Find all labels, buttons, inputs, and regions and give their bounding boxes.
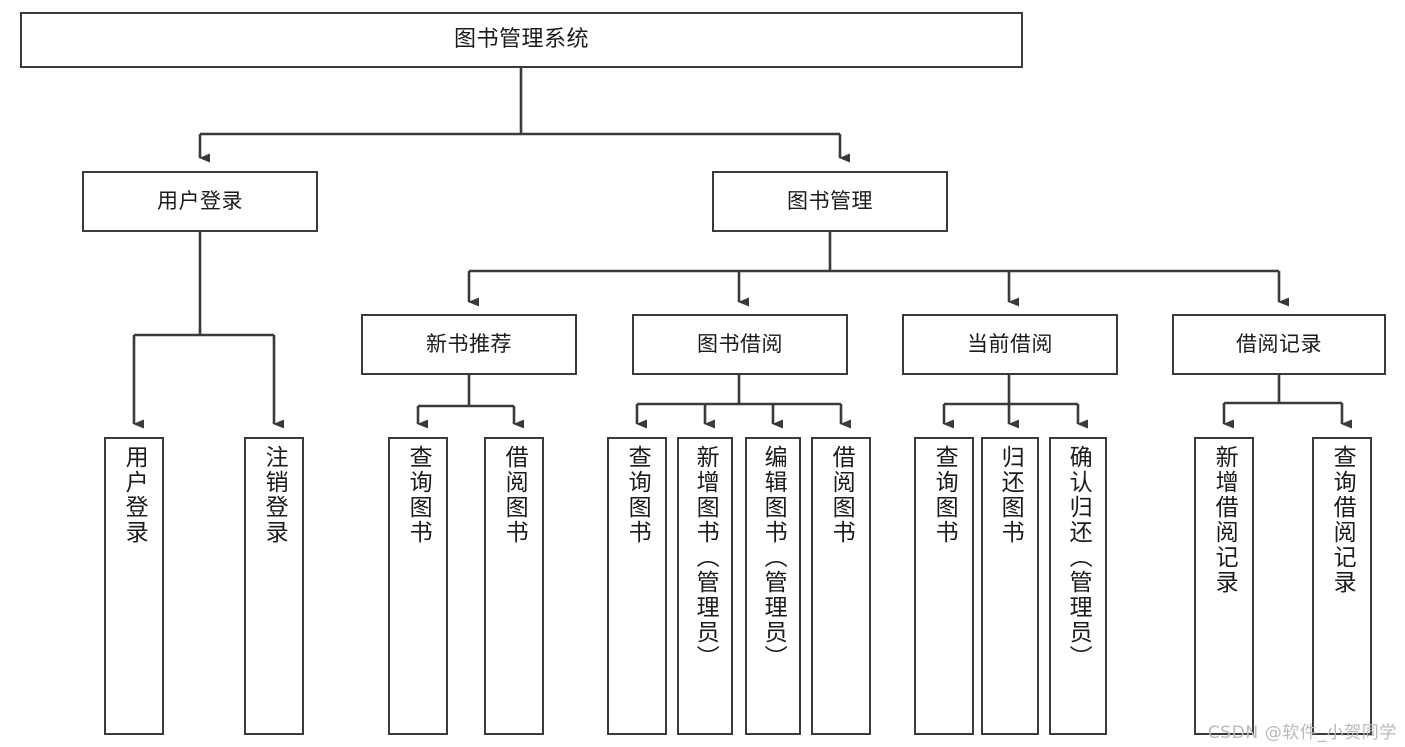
node-label: 新增图书（管理员）	[692, 445, 719, 670]
node-leaf-logout[interactable]: 注销登录	[244, 437, 304, 735]
node-label: 借阅图书	[828, 445, 855, 545]
node-label: 图书借阅	[697, 332, 783, 357]
node-label: 查询图书	[624, 445, 651, 545]
node-leaf-current-query-book[interactable]: 查询图书	[914, 437, 974, 735]
node-leaf-borrow-query-book[interactable]: 查询图书	[607, 437, 667, 735]
node-label: 注销登录	[261, 445, 288, 545]
node-label: 查询图书	[931, 445, 958, 545]
node-leaf-record-add-record[interactable]: 新增借阅记录	[1194, 437, 1254, 735]
node-label: 编辑图书（管理员）	[760, 445, 787, 670]
node-leaf-borrow-borrow-book[interactable]: 借阅图书	[811, 437, 871, 735]
node-label: 确认归还（管理员）	[1065, 445, 1092, 670]
node-leaf-current-confirm-return-admin[interactable]: 确认归还（管理员）	[1049, 437, 1107, 735]
node-user-login[interactable]: 用户登录	[82, 171, 318, 232]
node-root-book-management-system[interactable]: 图书管理系统	[20, 12, 1023, 68]
node-label: 借阅图书	[501, 445, 528, 545]
node-leaf-recommend-borrow-book[interactable]: 借阅图书	[484, 437, 544, 735]
node-label: 图书管理	[787, 189, 873, 214]
node-leaf-borrow-add-book-admin[interactable]: 新增图书（管理员）	[677, 437, 733, 735]
csdn-watermark: CSDN @软件_小贺同学	[1207, 723, 1397, 743]
node-leaf-recommend-query-book[interactable]: 查询图书	[388, 437, 448, 735]
node-label: 图书管理系统	[453, 27, 589, 53]
node-current-borrow[interactable]: 当前借阅	[902, 314, 1118, 375]
node-label: 当前借阅	[967, 332, 1053, 357]
node-label: 用户登录	[157, 189, 243, 214]
node-leaf-record-query-record[interactable]: 查询借阅记录	[1312, 437, 1372, 735]
node-leaf-current-return-book[interactable]: 归还图书	[981, 437, 1039, 735]
node-leaf-borrow-edit-book-admin[interactable]: 编辑图书（管理员）	[745, 437, 801, 735]
node-label: 查询借阅记录	[1329, 445, 1356, 595]
node-book-borrow[interactable]: 图书借阅	[632, 314, 848, 375]
node-label: 归还图书	[997, 445, 1024, 545]
node-new-book-recommend[interactable]: 新书推荐	[361, 314, 577, 375]
node-label: 新书推荐	[426, 332, 512, 357]
node-leaf-user-login[interactable]: 用户登录	[104, 437, 164, 735]
node-label: 新增借阅记录	[1211, 445, 1238, 595]
node-label: 用户登录	[121, 445, 148, 545]
node-label: 查询图书	[405, 445, 432, 545]
node-label: 借阅记录	[1236, 332, 1322, 357]
node-book-management[interactable]: 图书管理	[712, 171, 948, 232]
node-borrow-record[interactable]: 借阅记录	[1172, 314, 1386, 375]
